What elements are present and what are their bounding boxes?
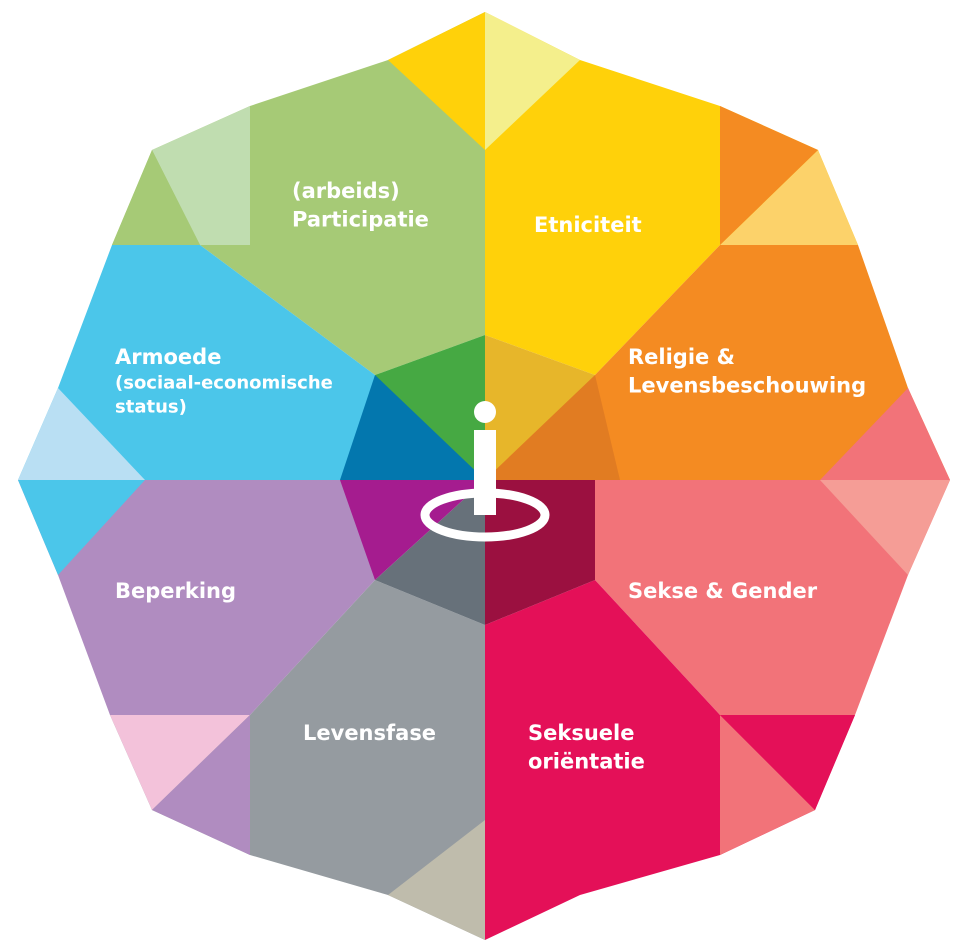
center-religie [485, 375, 620, 480]
accent-religie-top-2 [720, 106, 818, 245]
label-line: Levensfase [303, 721, 436, 745]
label-etniciteit: Etniciteit [534, 213, 642, 237]
accent-seksuele-2 [720, 715, 855, 810]
segment-levensfase[interactable] [110, 580, 485, 940]
label-line: Beperking [115, 579, 236, 603]
segment-religie[interactable] [595, 245, 950, 480]
center-layer [340, 335, 620, 625]
label-line: (arbeids) [292, 179, 400, 203]
accent-levensfase [388, 820, 485, 940]
accent-beperking [110, 715, 250, 810]
label-line: Levensbeschouwing [628, 373, 866, 397]
center-sekse [485, 480, 595, 625]
accent-sekse-2 [820, 388, 950, 480]
label-sekse: Sekse & Gender [628, 579, 818, 603]
label-line: Participatie [292, 207, 429, 231]
accent-participatie-top [388, 12, 485, 150]
center-levensfase [375, 480, 485, 625]
segment-armoede[interactable] [18, 245, 375, 480]
accent-seksuele [720, 715, 815, 855]
label-levensfase: Levensfase [303, 721, 436, 745]
label-line: status) [115, 397, 187, 418]
accent-participatie-2 [112, 150, 200, 245]
accent-participatie [152, 106, 250, 245]
center-armoede [340, 375, 485, 480]
segment-participatie[interactable] [112, 12, 485, 375]
center-beperking [340, 480, 485, 580]
accent-religie-top [720, 150, 858, 245]
label-line: (sociaal-economische [115, 372, 333, 393]
label-line: Religie & [628, 345, 735, 369]
segment-beperking[interactable] [18, 480, 375, 715]
accent-armoede [18, 388, 145, 480]
label-religie: Religie & Levensbeschouwing [628, 345, 866, 397]
corner-accents [18, 12, 950, 940]
label-line: oriëntatie [528, 749, 645, 773]
label-line: Sekse & Gender [628, 579, 818, 603]
accent-beperking-2 [152, 715, 250, 855]
label-participatie: (arbeids) Participatie [292, 179, 429, 231]
accent-armoede-2 [18, 480, 145, 575]
accent-etniciteit [485, 12, 580, 150]
label-line: Seksuele [528, 721, 634, 745]
person-standing-on-circle-icon [420, 401, 550, 542]
segment-etniciteit[interactable] [485, 12, 858, 375]
segment-sekse[interactable] [595, 480, 950, 715]
accent-sekse [820, 480, 950, 575]
labels: (arbeids) Participatie Etniciteit Religie… [115, 179, 866, 773]
wedge-layer [18, 12, 950, 940]
label-line: Armoede [115, 345, 221, 369]
label-armoede: Armoede (sociaal-economische status) [115, 345, 333, 418]
label-seksuele: Seksuele oriëntatie [528, 721, 645, 773]
center-etniciteit [485, 335, 595, 480]
segment-seksuele[interactable] [485, 580, 855, 940]
label-beperking: Beperking [115, 579, 236, 603]
center-participatie [375, 335, 485, 480]
label-line: Etniciteit [534, 213, 642, 237]
